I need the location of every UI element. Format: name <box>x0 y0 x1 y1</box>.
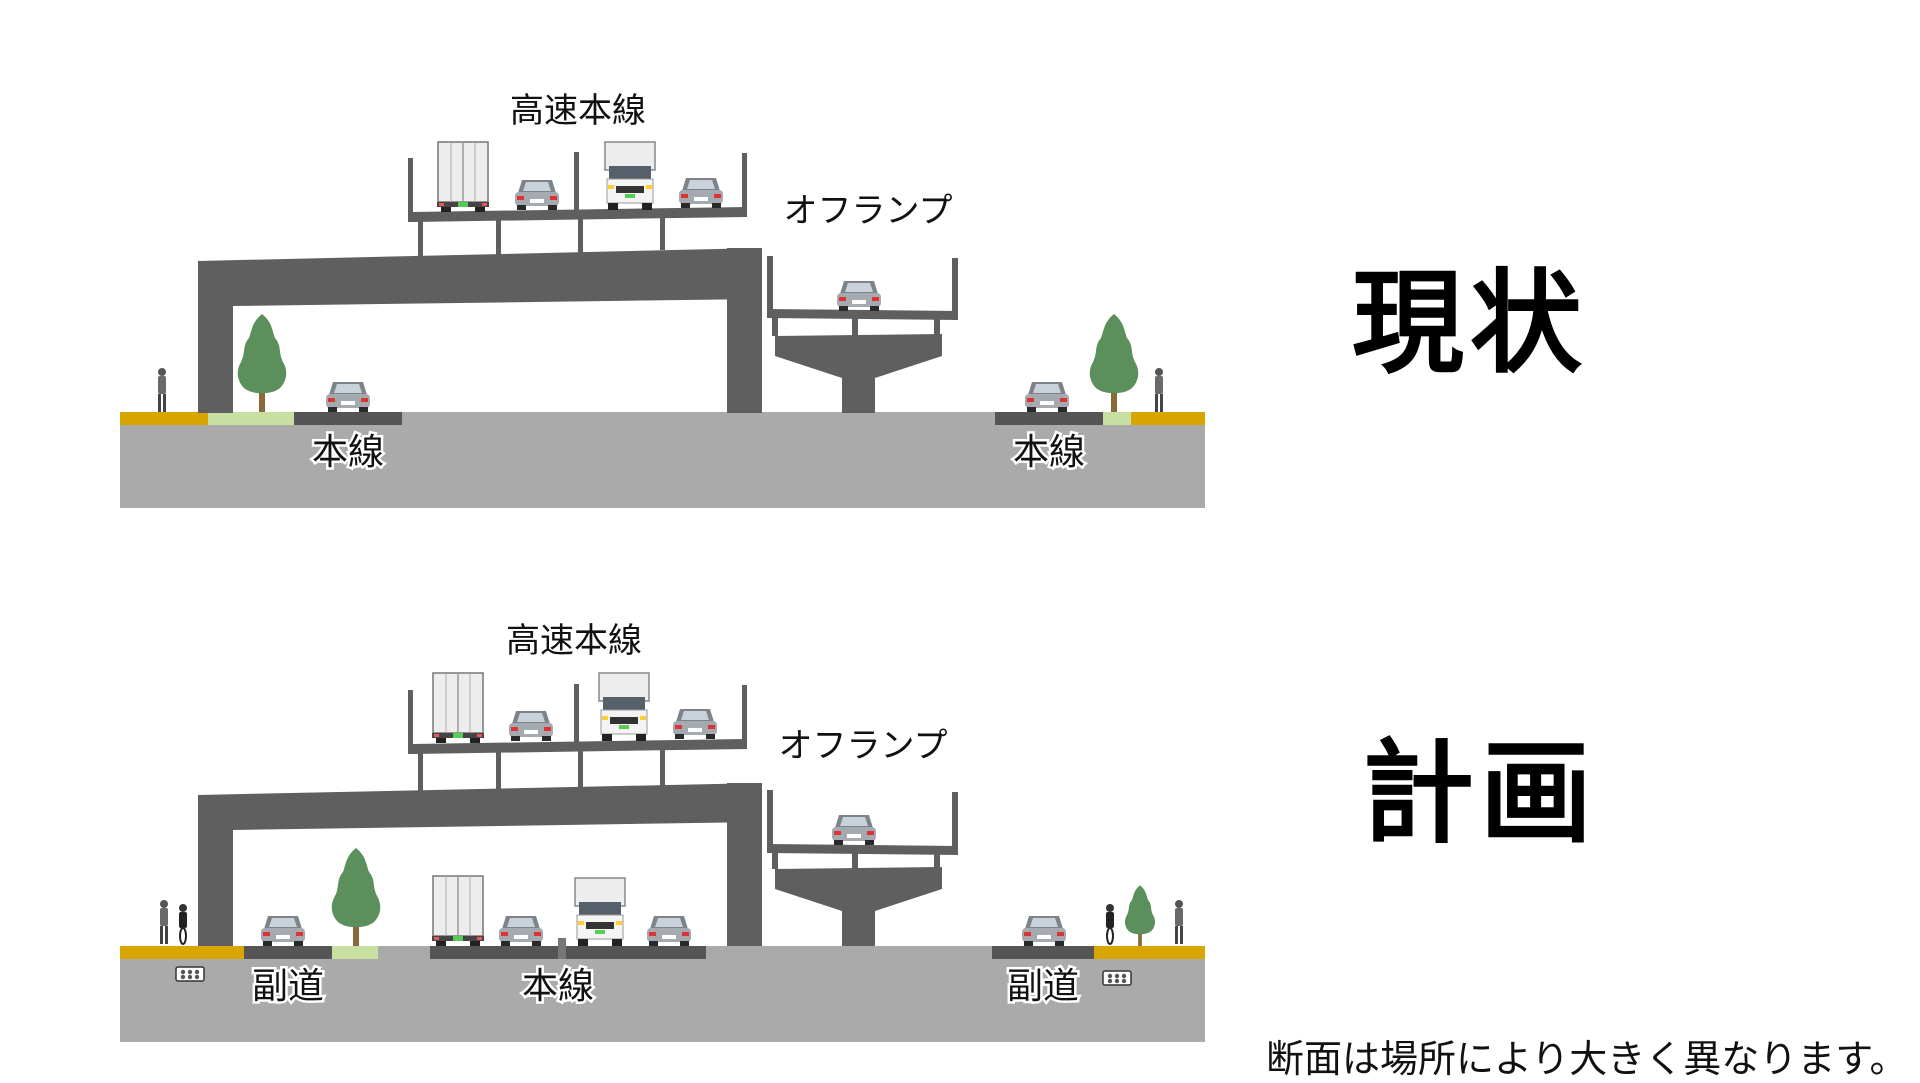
truck-icon <box>574 877 626 947</box>
pedestrian-icon <box>1155 368 1163 412</box>
car-icon <box>832 815 876 845</box>
plan-right-road-label: 副道 <box>1007 966 1079 1007</box>
truck-icon <box>431 672 485 744</box>
plan-main-road-left <box>430 946 558 959</box>
current-right-planting-strip <box>1103 412 1131 425</box>
current-left-road-surface <box>294 412 402 425</box>
car-icon <box>499 916 543 946</box>
cyclist-icon <box>1105 903 1115 945</box>
current-section: 高速本線 オフランプ 本線 本線 <box>120 91 1205 508</box>
plan-status-title: 計画 <box>1362 729 1598 859</box>
plan-main-road-median <box>558 938 566 959</box>
truck-icon <box>436 141 490 213</box>
current-right-road-label: 本線 <box>1013 432 1085 473</box>
car-icon <box>261 916 305 946</box>
current-expressway-label: 高速本線 <box>510 91 646 131</box>
plan-portal-frame <box>198 783 762 946</box>
tree-icon <box>331 848 381 946</box>
pedestrian-icon <box>158 368 166 412</box>
plan-left-planting-strip <box>332 946 378 959</box>
plan-expressway-deck <box>408 684 747 793</box>
current-right-sidewalk <box>1131 412 1205 425</box>
truck-icon <box>598 672 650 742</box>
current-status-title: 現状 <box>1352 259 1588 389</box>
plan-left-sidewalk <box>120 946 244 959</box>
plan-section: 高速本線 オフランプ 副道 本線 副道 <box>120 621 1205 1042</box>
car-icon <box>647 916 691 946</box>
truck-icon <box>431 875 485 947</box>
car-icon <box>1022 916 1066 946</box>
current-offramp-label: オフランプ <box>784 191 953 231</box>
plan-expressway-label: 高速本線 <box>506 621 642 661</box>
car-icon <box>1025 382 1069 412</box>
plan-right-sidewalk <box>1094 946 1205 959</box>
current-right-road-surface <box>995 412 1103 425</box>
plan-main-road-right <box>566 946 706 959</box>
plan-offramp-label: オフランプ <box>779 726 948 766</box>
current-offramp-structure <box>767 256 958 413</box>
car-icon <box>509 711 553 741</box>
car-icon <box>679 178 723 208</box>
current-ground <box>120 412 1205 508</box>
current-left-sidewalk <box>120 412 208 425</box>
utility-conduit-icon <box>175 966 205 982</box>
tree-icon <box>237 314 287 412</box>
car-icon <box>515 180 559 210</box>
plan-offramp-structure <box>767 790 958 946</box>
utility-conduit-icon <box>1102 970 1132 986</box>
current-left-road-label: 本線 <box>312 432 384 473</box>
current-left-planting-strip <box>208 412 294 425</box>
tree-icon <box>1124 885 1156 946</box>
current-portal-frame <box>198 248 762 413</box>
pedestrian-icon <box>160 900 168 944</box>
pedestrian-icon <box>1175 900 1183 944</box>
car-icon <box>837 281 881 311</box>
current-expressway-deck <box>408 152 747 257</box>
tree-icon <box>1089 314 1139 412</box>
cyclist-icon <box>178 903 188 945</box>
plan-left-frontage-road <box>244 946 332 959</box>
footnote: 断面は場所により大きく異なります。 <box>1266 1037 1908 1081</box>
plan-center-road-label: 本線 <box>522 966 594 1007</box>
truck-icon <box>604 141 656 211</box>
car-icon <box>673 709 717 739</box>
car-icon <box>326 382 370 412</box>
plan-right-frontage-road <box>992 946 1094 959</box>
plan-left-road-label: 副道 <box>252 966 324 1007</box>
plan-ground <box>120 946 1205 1042</box>
